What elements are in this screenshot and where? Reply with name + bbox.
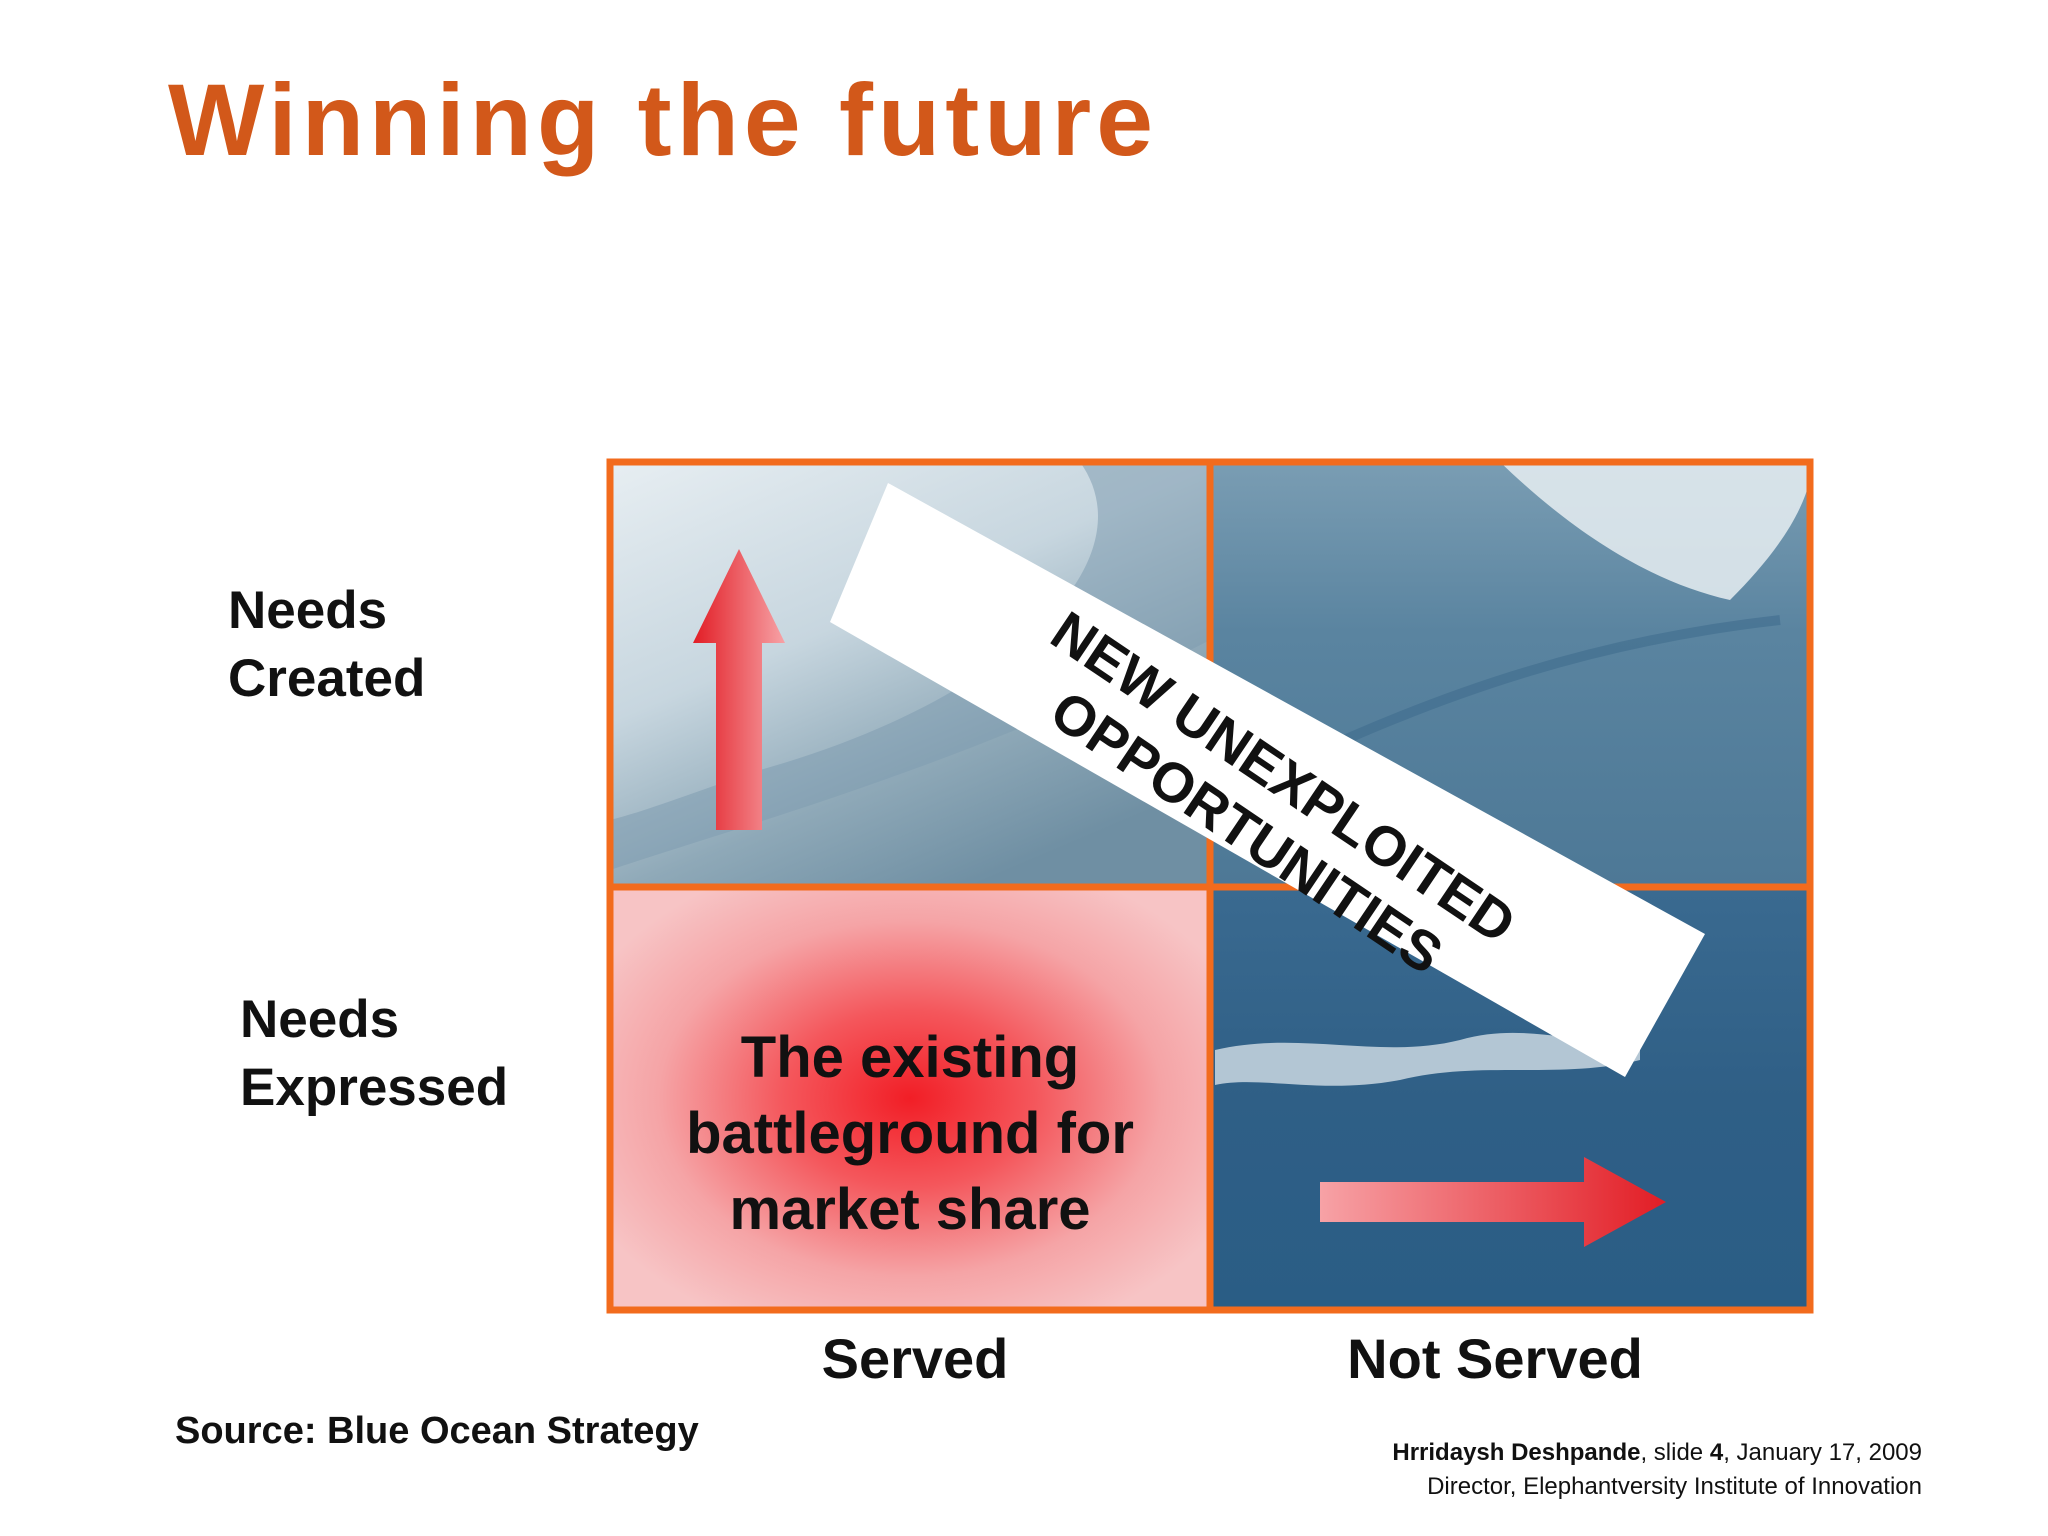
- footer-author: Hrridaysh Deshpande: [1392, 1439, 1641, 1466]
- footer-role: Director, Elephantversity Institute of I…: [1427, 1473, 1922, 1500]
- row-label-needs-created: Needs Created: [228, 577, 425, 713]
- slide-footer: Hrridaysh Deshpande, slide 4, January 17…: [1392, 1436, 1922, 1504]
- footer-slide-prefix: , slide: [1640, 1439, 1710, 1466]
- battleground-text: The existing battleground for market sha…: [610, 1020, 1210, 1248]
- arrow-up-icon: [693, 549, 785, 830]
- page-title: Winning the future: [168, 63, 1158, 177]
- row-label-line: Created: [228, 649, 426, 708]
- battleground-line-3: market share: [729, 1177, 1091, 1242]
- footer-line-1: Hrridaysh Deshpande, slide 4, January 17…: [1392, 1436, 1922, 1470]
- quadrant-needs-expressed-served: [610, 887, 1210, 1310]
- row-label-line: Needs: [240, 990, 400, 1049]
- wave-streak: [1297, 615, 1781, 765]
- arrow-right-icon: [1320, 1157, 1666, 1247]
- column-label-not-served: Not Served: [1347, 1327, 1643, 1390]
- row-label-line: Expressed: [240, 1058, 509, 1117]
- column-label-served: Served: [821, 1327, 1009, 1390]
- wave-crest-foam: [1500, 462, 1810, 600]
- footer-slide-number: 4: [1709, 1439, 1724, 1466]
- battleground-line-1: The existing: [740, 1025, 1080, 1090]
- source-citation: Source: Blue Ocean Strategy: [175, 1410, 699, 1452]
- row-label-needs-expressed: Needs Expressed: [240, 986, 508, 1122]
- opportunities-banner: [830, 483, 1705, 1077]
- row-label-line: Needs: [228, 581, 388, 640]
- sea-foam: [1215, 1032, 1640, 1086]
- battleground-line-2: battleground for: [686, 1101, 1134, 1166]
- footer-date: , January 17, 2009: [1723, 1439, 1922, 1466]
